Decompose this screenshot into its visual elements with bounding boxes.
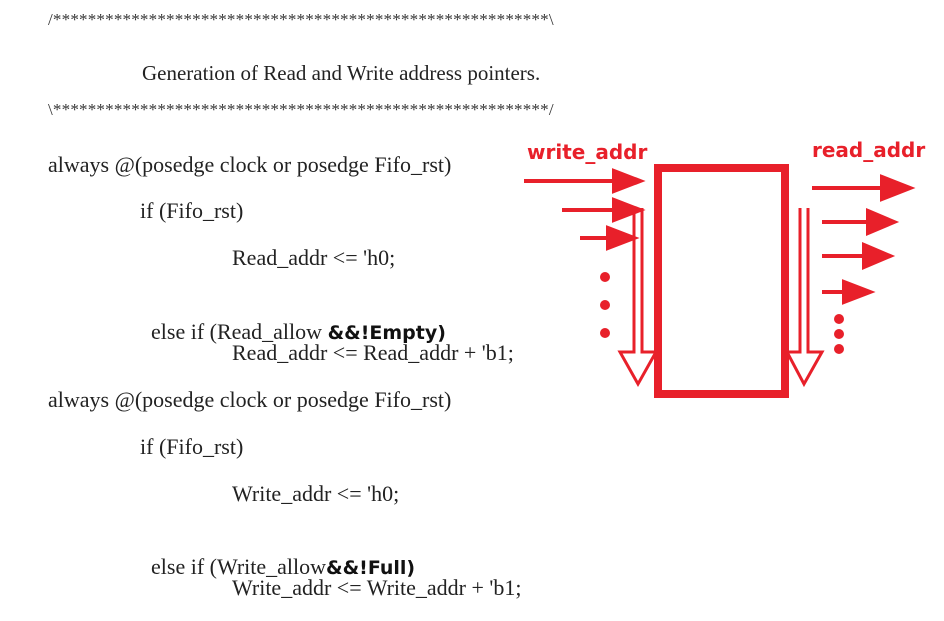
code-else-if-2: else if (Write_allow&&!Full) — [140, 528, 415, 581]
full-annotation: &&!Full) — [326, 557, 416, 579]
memory-block — [654, 164, 789, 398]
read-arrows — [812, 174, 916, 305]
code-write-increment: Write_addr <= Write_addr + 'b1; — [232, 575, 522, 600]
read-down-arrow — [784, 208, 825, 388]
code-always-2: always @(posedge clock or posedge Fifo_r… — [48, 387, 452, 412]
code-else-if-2-text: else if (Write_allow — [151, 554, 327, 579]
code-if-2: if (Fifo_rst) — [140, 434, 244, 459]
comment-text: Generation of Read and Write address poi… — [142, 61, 541, 85]
code-else-if-1: else if (Read_allow &&!Empty) — [140, 293, 446, 346]
comment-top-border: /***************************************… — [48, 10, 554, 29]
code-else-if-1-text: else if (Read_allow — [151, 319, 328, 344]
code-always-1: always @(posedge clock or posedge Fifo_r… — [48, 152, 452, 177]
code-if-1: if (Fifo_rst) — [140, 198, 244, 223]
write-addr-label: write_addr — [527, 140, 648, 164]
write-down-arrow — [617, 208, 659, 388]
code-write-reset: Write_addr <= 'h0; — [232, 481, 400, 506]
comment-bottom-border: \***************************************… — [48, 100, 554, 119]
code-read-reset: Read_addr <= 'h0; — [232, 245, 396, 270]
write-arrows — [524, 168, 646, 251]
read-addr-label: read_addr — [812, 138, 926, 162]
code-read-increment: Read_addr <= Read_addr + 'b1; — [232, 340, 514, 365]
read-dots — [834, 314, 844, 354]
empty-annotation: &&!Empty) — [327, 322, 446, 344]
write-dots — [600, 272, 610, 338]
